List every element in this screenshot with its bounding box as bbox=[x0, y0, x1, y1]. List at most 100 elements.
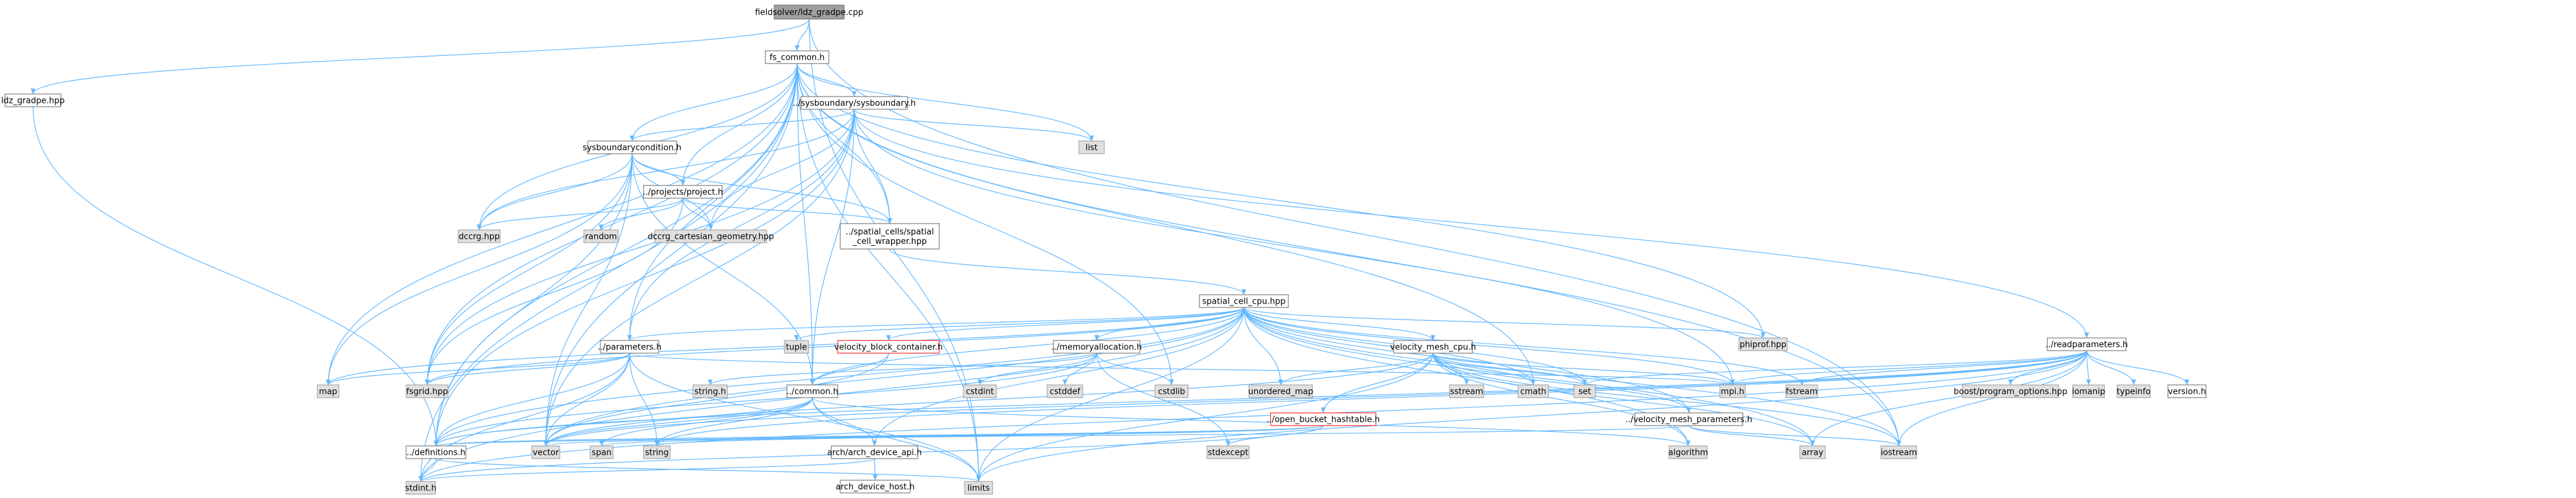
node-label: velocity_mesh_cpu.h bbox=[1390, 343, 1476, 353]
node-stringh[interactable]: string.h bbox=[692, 384, 728, 398]
node-box bbox=[1719, 384, 1746, 398]
edge-readparams-to-iostream bbox=[1896, 350, 2087, 447]
node-sysbc[interactable]: sysboundarycondition.h bbox=[583, 140, 682, 154]
node-fscommon[interactable]: fs_common.h bbox=[765, 50, 829, 64]
edge-readparams-to-array bbox=[1810, 350, 2087, 447]
node-fsgrid[interactable]: fsgrid.hpp bbox=[406, 384, 449, 398]
edge-vmcpu-to-unordered bbox=[1278, 353, 1434, 386]
edge-fscommon-to-common bbox=[796, 63, 815, 386]
node-root[interactable]: fieldsolver/ldz_gradpe.cpp bbox=[755, 4, 864, 20]
node-readparams[interactable]: ../readparameters.h bbox=[2045, 337, 2128, 351]
node-vmparams[interactable]: ../velocity_mesh_parameters.h bbox=[1625, 412, 1752, 426]
node-string[interactable]: string bbox=[643, 445, 671, 459]
node-sstream[interactable]: sstream bbox=[1449, 384, 1484, 398]
node-mpi[interactable]: mpi.h bbox=[1719, 384, 1746, 398]
node-fstream[interactable]: fstream bbox=[1785, 384, 1818, 398]
node-label: map bbox=[319, 387, 338, 397]
edge-sysbc-to-fsgrid bbox=[425, 153, 633, 386]
node-boostpo[interactable]: boost/program_options.hpp bbox=[1953, 384, 2068, 398]
node-spcpu[interactable]: spatial_cell_cpu.hpp bbox=[1199, 294, 1289, 308]
node-box bbox=[840, 223, 940, 250]
node-box bbox=[840, 480, 911, 494]
node-iostream[interactable]: iostream bbox=[1880, 445, 1917, 459]
edge-spcpu-to-vector bbox=[543, 307, 1245, 447]
node-label: stdint.h bbox=[405, 484, 436, 494]
node-spwrap[interactable]: ../spatial_cells/spatial_cell_wrapper.hp… bbox=[840, 223, 940, 250]
node-cmath[interactable]: cmath bbox=[1517, 384, 1549, 398]
edge-fscommon-to-list bbox=[796, 63, 1094, 142]
edge-common-to-span bbox=[599, 397, 813, 447]
node-dccrgcart[interactable]: dccrg_cartesian_geometry.hpp bbox=[647, 229, 774, 243]
edge-fscommon-to-sysbc bbox=[630, 63, 798, 142]
node-params[interactable]: ../parameters.h bbox=[598, 340, 661, 354]
node-vmcpu[interactable]: velocity_mesh_cpu.h bbox=[1390, 340, 1476, 354]
node-cstdlib[interactable]: cstdlib bbox=[1154, 384, 1189, 398]
node-project[interactable]: ../projects/project.h bbox=[643, 185, 723, 199]
node-box bbox=[1962, 384, 2059, 398]
node-map[interactable]: map bbox=[317, 384, 340, 398]
node-box bbox=[2047, 337, 2127, 351]
node-phiprof[interactable]: phiprof.hpp bbox=[1738, 337, 1788, 351]
node-stdexcept[interactable]: stdexcept bbox=[1206, 445, 1250, 459]
node-label: ../spatial_cells/spatial_cell_wrapper.hp… bbox=[845, 227, 934, 246]
node-tuple[interactable]: tuple bbox=[784, 340, 809, 354]
node-vector[interactable]: vector bbox=[531, 445, 560, 459]
node-iomanip[interactable]: iomanip bbox=[2072, 384, 2105, 398]
edge-memalloc-to-cstddef bbox=[1062, 353, 1097, 386]
node-array[interactable]: array bbox=[1799, 445, 1826, 459]
node-box bbox=[692, 384, 728, 398]
graph-nodes: fieldsolver/ldz_gradpe.cpp ldz_gradpe.hpp… bbox=[1, 4, 2207, 495]
edge-root-to-ldz bbox=[30, 18, 810, 95]
node-archhost[interactable]: arch_device_host.h bbox=[836, 480, 915, 494]
node-list[interactable]: list bbox=[1078, 140, 1105, 154]
node-typeinfo[interactable]: typeinfo bbox=[2117, 384, 2151, 398]
node-label: cstdint bbox=[966, 387, 994, 397]
node-box bbox=[837, 340, 940, 354]
node-span[interactable]: span bbox=[590, 445, 614, 459]
node-version[interactable]: version.h bbox=[2167, 384, 2207, 398]
node-set[interactable]: set bbox=[1573, 384, 1596, 398]
edge-sysbc-to-spwrap bbox=[631, 153, 892, 224]
node-sysb[interactable]: ../sysboundary/sysboundary.h bbox=[793, 96, 916, 110]
node-cstddef[interactable]: cstddef bbox=[1047, 384, 1083, 398]
node-label: ../common.h bbox=[786, 387, 838, 397]
node-memalloc[interactable]: ../memoryallocation.h bbox=[1052, 340, 1142, 354]
node-box bbox=[406, 481, 436, 495]
node-ldz[interactable]: ldz_gradpe.hpp bbox=[1, 93, 65, 107]
node-cstdint[interactable]: cstdint bbox=[963, 384, 997, 398]
node-box bbox=[2072, 384, 2105, 398]
node-label: stdexcept bbox=[1208, 448, 1248, 458]
edge-spcpu-to-vmcpu bbox=[1243, 307, 1436, 341]
edge-openbucket-to-definitions bbox=[433, 425, 1324, 447]
node-limits[interactable]: limits bbox=[964, 481, 993, 495]
edge-spcpu-to-vbc bbox=[886, 307, 1245, 341]
edge-readparams-to-limits bbox=[976, 350, 2087, 482]
edge-spcpu-to-array bbox=[1243, 307, 1815, 447]
node-common[interactable]: ../common.h bbox=[786, 384, 838, 398]
node-label: spatial_cell_cpu.hpp bbox=[1202, 297, 1285, 307]
node-unordered[interactable]: unordered_map bbox=[1248, 384, 1314, 398]
edge-vmcpu-to-array bbox=[1432, 353, 1815, 447]
node-box bbox=[4, 93, 62, 107]
node-definitions[interactable]: ../definitions.h bbox=[406, 445, 466, 459]
node-box bbox=[1078, 140, 1105, 154]
node-stdint[interactable]: stdint.h bbox=[405, 481, 437, 495]
edge-sysb-to-params bbox=[627, 109, 855, 341]
node-algorithm[interactable]: algorithm bbox=[1668, 445, 1708, 459]
node-openbucket[interactable]: ../open_bucket_hashtable.h bbox=[1267, 412, 1380, 426]
edge-sysb-to-fsgrid bbox=[425, 109, 855, 386]
edge-root-to-iostream bbox=[809, 18, 1901, 447]
node-vbc[interactable]: velocity_block_container.h bbox=[834, 340, 943, 354]
edge-spcpu-to-common bbox=[810, 307, 1245, 386]
node-box bbox=[964, 481, 993, 495]
edge-spcpu-to-tuple bbox=[794, 307, 1245, 341]
edge-readparams-to-version bbox=[2086, 350, 2190, 386]
edge-fscommon-to-map bbox=[326, 63, 798, 386]
edge-sysbc-to-map bbox=[326, 153, 633, 386]
node-random[interactable]: random bbox=[583, 229, 619, 243]
node-dccrg[interactable]: dccrg.hpp bbox=[458, 229, 501, 243]
node-archapi[interactable]: arch/arch_device_api.h bbox=[827, 445, 922, 459]
node-box bbox=[643, 185, 723, 199]
edge-fscommon-to-params bbox=[627, 63, 798, 341]
edge-params-to-mpi bbox=[629, 353, 1735, 386]
